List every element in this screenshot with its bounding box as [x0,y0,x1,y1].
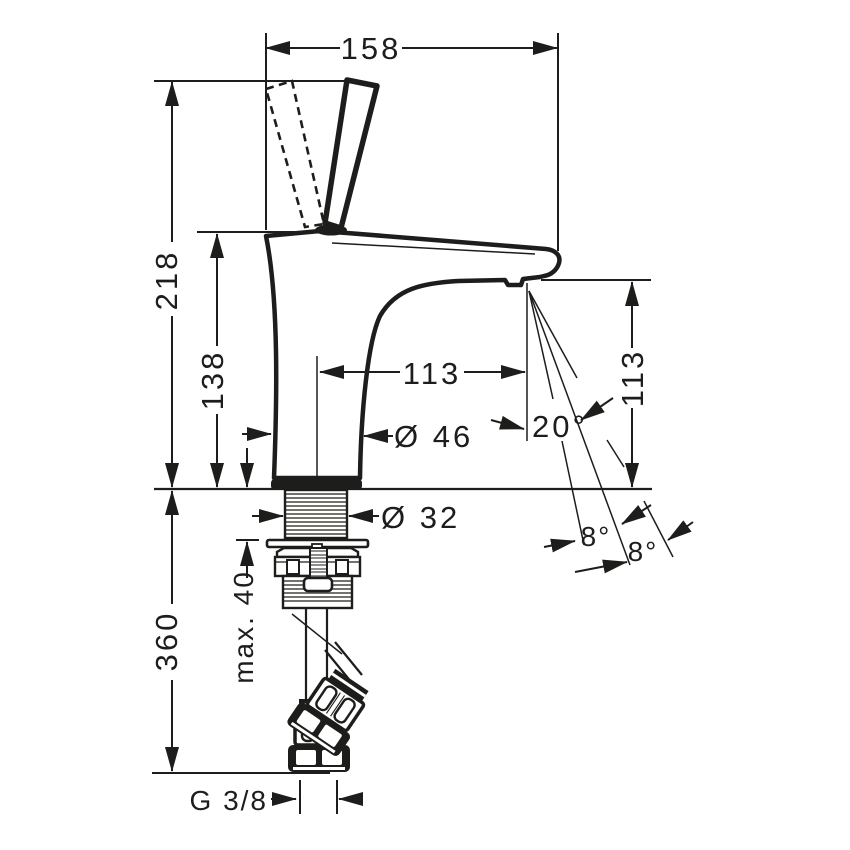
dim-label: max. 40 [228,570,259,684]
dim-body-diameter: Ø 46 [242,419,473,454]
hose2-edge-b [334,641,363,676]
dim-overall-height: 218 [149,80,348,488]
angle-arrow [490,415,525,430]
dim-label: 138 [195,350,230,411]
handle-alt-position-dashed [264,79,326,229]
dim-overall-width: 158 [265,31,559,251]
stream-ray-28deg [606,439,625,468]
dim-label: Ø 32 [381,500,460,535]
dim-shank-diameter: Ø 32 [252,500,460,535]
dim-label: 360 [149,611,184,672]
dim-label: 113 [403,356,461,391]
stream-ray-12deg [561,440,585,546]
hose-break-mark [291,613,343,655]
dim-connection-thread: G 3/8 [190,780,363,816]
dim-stream-angle: 20° [490,283,674,566]
dim-label: 113 [615,349,650,407]
mounting-hardware-group [265,488,370,610]
shank-threads [286,493,346,535]
handle-pivot [315,224,347,236]
dim-spout-reach: 113 [316,356,526,477]
dim-label: Ø 46 [394,419,473,454]
stream-ray-28deg [643,500,674,558]
dim-label: 158 [341,31,402,66]
stream-ray-12deg [528,290,554,400]
nut-slot-left [286,559,300,575]
dim-label: 8° [581,521,612,552]
dim-outlet-height: 113 [541,279,651,488]
dim-spout-height: 138 [195,231,340,488]
faucet-body-group [263,77,562,490]
dim-stream-tolerance: 8° 8° [543,504,694,574]
angle-arrow [667,520,694,541]
angle-arrow [621,504,652,525]
dim-max-mounting-thickness: max. 40 [228,448,259,684]
stream-ray-28deg [528,290,578,379]
angle-arrow [574,559,628,574]
angle-arrow [543,538,576,553]
nut-slot-right [335,559,349,575]
dim-label: 218 [149,250,184,311]
base-gasket [271,479,362,490]
spout-detail-line [331,242,536,255]
handle-lever [322,77,380,231]
stud-foot [302,576,334,593]
dim-hose-length: 360 [149,490,330,774]
dim-label: G 3/8 [190,785,268,816]
stream-ray-20deg [528,290,631,566]
dim-label: 8° [628,536,659,567]
faucet-body-outline [263,228,562,481]
supply-hoses-group [283,608,380,774]
dim-label: 20° [532,409,588,444]
angle-arrow [580,397,614,421]
